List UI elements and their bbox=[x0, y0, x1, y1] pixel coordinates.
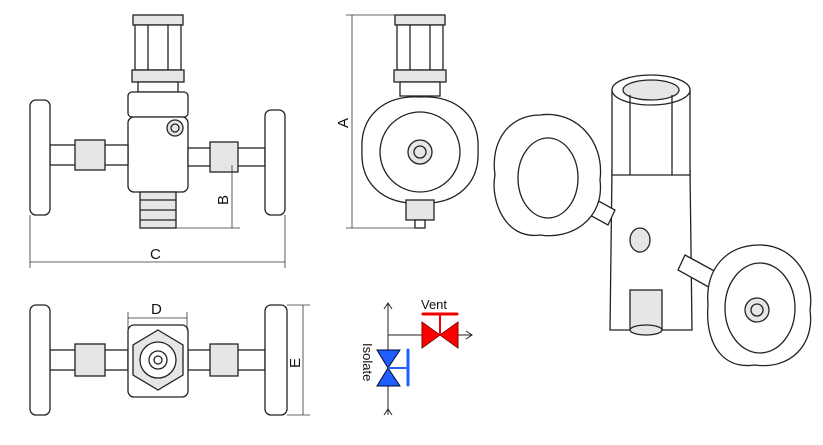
valve-schematic: Vent Isolate bbox=[360, 297, 473, 416]
isometric-view bbox=[493, 74, 812, 367]
side-view: A bbox=[335, 14, 479, 229]
isolate-valve-icon bbox=[376, 349, 401, 369]
bottom-view: D E bbox=[29, 301, 310, 416]
dimension-c-label: C bbox=[150, 246, 161, 263]
front-view bbox=[29, 14, 286, 229]
dimension-b-label: B bbox=[215, 195, 232, 205]
dimension-d-label: D bbox=[151, 301, 162, 318]
dimension-e-label: E bbox=[287, 358, 304, 368]
vent-valve-icon bbox=[421, 321, 441, 349]
isolate-label: Isolate bbox=[360, 343, 375, 381]
dimension-a-label: A bbox=[335, 118, 352, 128]
vent-label: Vent bbox=[421, 297, 447, 312]
